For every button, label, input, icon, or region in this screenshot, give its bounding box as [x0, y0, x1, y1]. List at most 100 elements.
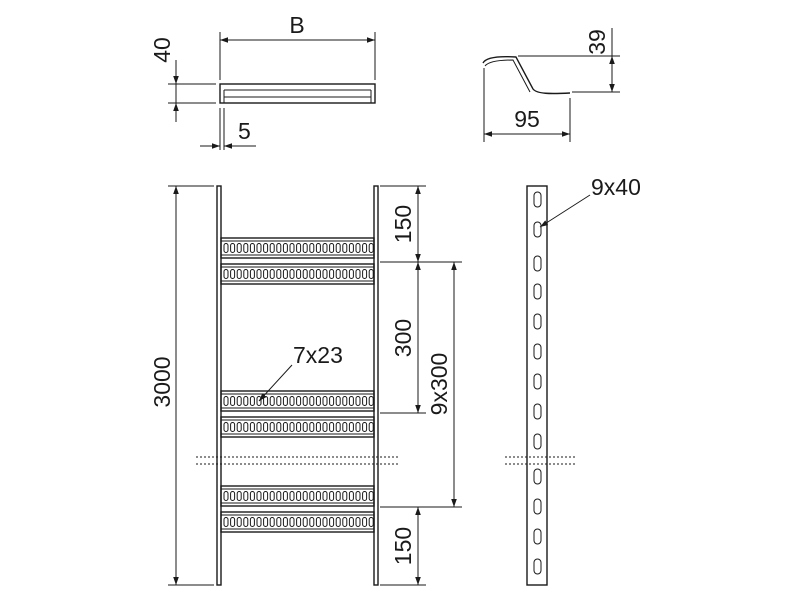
rung-slot — [296, 422, 302, 432]
rung-slot — [276, 517, 282, 527]
ladder-front-view — [196, 185, 400, 586]
rung-slot — [296, 243, 302, 253]
rung-slot — [243, 422, 249, 432]
rung-slot — [249, 269, 255, 279]
rung-slot — [289, 243, 295, 253]
rung-slot — [243, 243, 249, 253]
rail-slot — [533, 528, 542, 545]
rung-slot — [315, 269, 321, 279]
rung-slot — [263, 243, 269, 253]
rung-slot — [276, 491, 282, 501]
rung-slot — [296, 517, 302, 527]
rung-slot — [309, 517, 315, 527]
rail-slot — [533, 373, 542, 390]
rung-slot — [269, 396, 275, 406]
rung-slot — [342, 269, 348, 279]
rung-slot — [348, 396, 354, 406]
rung-slot — [335, 269, 341, 279]
rung-slot — [309, 491, 315, 501]
rung-slot — [282, 269, 288, 279]
rung-slot — [249, 243, 255, 253]
rung-slot — [269, 422, 275, 432]
rung-slot — [249, 517, 255, 527]
right-rail — [373, 185, 379, 586]
rung-slot — [368, 422, 374, 432]
rung-slot — [230, 517, 236, 527]
rung-pitch-300-label: 300 — [390, 319, 416, 357]
rung-slot — [329, 491, 335, 501]
rail-slot — [533, 433, 542, 450]
rung-slot — [236, 422, 242, 432]
rung-spacing-dimensions: 150 300 9x300 150 — [380, 185, 462, 586]
rung-slot — [302, 396, 308, 406]
rung — [220, 485, 375, 507]
rung-slot — [223, 491, 229, 501]
rail-slot — [533, 558, 542, 575]
rung-slot — [355, 491, 361, 501]
end-150-top-label: 150 — [390, 205, 416, 243]
rung-slot — [236, 269, 242, 279]
rung-slot — [362, 422, 368, 432]
rung-slot — [223, 269, 229, 279]
rung-slot — [236, 517, 242, 527]
rung-slot — [355, 269, 361, 279]
rung-slot — [256, 491, 262, 501]
rung-slot — [282, 422, 288, 432]
rung-slot — [368, 517, 374, 527]
side-slot-callout: 9x40 — [539, 174, 641, 228]
rung-slot — [335, 422, 341, 432]
rung-slot — [276, 396, 282, 406]
rung-slot — [348, 269, 354, 279]
rung-slot — [256, 422, 262, 432]
rung-slot — [362, 491, 368, 501]
rung-slot — [315, 491, 321, 501]
rung-slot — [223, 422, 229, 432]
rung-slot — [322, 243, 328, 253]
profile-39-label: 39 — [584, 29, 610, 55]
rung-slot — [276, 269, 282, 279]
rung-slot — [329, 517, 335, 527]
height-40-dimension: 40 — [149, 37, 216, 122]
rung-slot — [282, 517, 288, 527]
side-slot-9x40-label: 9x40 — [591, 174, 641, 200]
rung-slot — [223, 396, 229, 406]
rung-slot — [269, 243, 275, 253]
rung-slot — [276, 243, 282, 253]
rung-slot — [335, 517, 341, 527]
thickness-5-dimension: 5 — [200, 108, 256, 150]
rung-slot — [355, 422, 361, 432]
rung-slot — [315, 517, 321, 527]
rung-slot — [302, 422, 308, 432]
rung-slot — [263, 517, 269, 527]
rung-slot — [236, 396, 242, 406]
rung-slot — [256, 269, 262, 279]
rung-slot — [342, 396, 348, 406]
rung-slot — [368, 396, 374, 406]
profile-95-label: 95 — [514, 106, 540, 132]
rung-slot — [249, 491, 255, 501]
rail-slot — [533, 221, 542, 238]
rung-slot — [230, 422, 236, 432]
length-3000-label: 3000 — [149, 356, 175, 407]
left-rail — [216, 185, 222, 586]
end-150-bottom-label: 150 — [390, 527, 416, 565]
rung-slot — [322, 422, 328, 432]
rung-slot — [289, 491, 295, 501]
rung-slot — [362, 269, 368, 279]
rung — [220, 237, 375, 259]
rung-slot — [309, 243, 315, 253]
rung-slot — [322, 491, 328, 501]
rung-slot — [322, 517, 328, 527]
rung-section-view — [219, 83, 376, 104]
rung-slot — [243, 491, 249, 501]
rung — [220, 390, 375, 412]
rung-slot — [230, 396, 236, 406]
length-3000-dimension: 3000 — [149, 185, 214, 586]
rung-profile-view — [482, 55, 571, 95]
rung-slot — [342, 422, 348, 432]
rung-slot — [223, 517, 229, 527]
rung-slot-7x23-label: 7x23 — [293, 342, 343, 368]
rung-slot — [269, 517, 275, 527]
rung-slot — [236, 243, 242, 253]
rung — [220, 416, 375, 438]
